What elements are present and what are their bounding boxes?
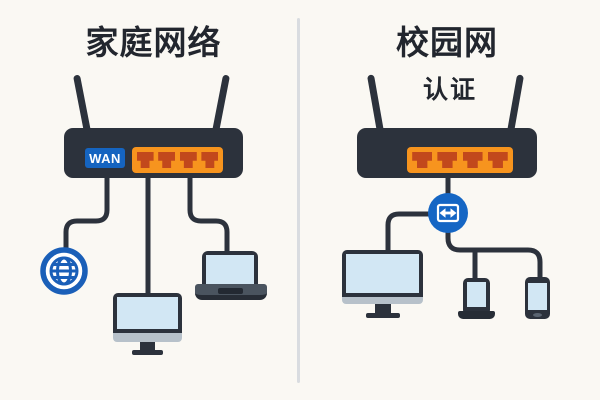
small-laptop-screen — [467, 282, 486, 307]
laptop-touchpad-notch — [218, 288, 243, 294]
bidirectional-arrow-icon — [436, 203, 460, 223]
monitor-chin — [342, 297, 423, 304]
lan-port-panel — [132, 147, 223, 173]
lan-port — [158, 152, 176, 168]
monitor-stand-base — [132, 350, 163, 355]
small-laptop-base — [458, 311, 495, 319]
monitor-stand-neck — [140, 342, 155, 350]
monitor-screen — [117, 297, 178, 329]
auth-caption: 认证 — [422, 76, 477, 104]
lan-port — [136, 152, 154, 168]
lan-port — [487, 152, 508, 168]
phone-screen — [528, 283, 547, 310]
lan-port-panel — [407, 147, 513, 173]
lan-port — [201, 152, 219, 168]
cable-to-laptop-left — [187, 170, 230, 256]
monitor-chin — [113, 333, 182, 342]
lan-port — [462, 152, 483, 168]
wan-port-label: WAN — [85, 148, 125, 168]
lan-port — [412, 152, 433, 168]
section-divider — [297, 18, 300, 383]
laptop-screen — [206, 255, 254, 284]
lan-port — [179, 152, 197, 168]
internet-globe-icon — [40, 247, 88, 295]
monitor-stand-neck — [375, 304, 391, 313]
cable-wan-to-internet — [63, 170, 110, 252]
monitor-stand-base — [366, 313, 400, 318]
monitor-screen — [346, 254, 419, 293]
cable-to-desktop-right — [385, 211, 430, 254]
home-network-title: 家庭网络 — [85, 24, 222, 61]
cable-router-to-phone — [445, 170, 543, 281]
phone-home-button — [533, 313, 542, 317]
campus-network-title: 校园网 — [396, 24, 498, 61]
auth-portal-icon — [428, 193, 468, 233]
lan-port — [437, 152, 458, 168]
